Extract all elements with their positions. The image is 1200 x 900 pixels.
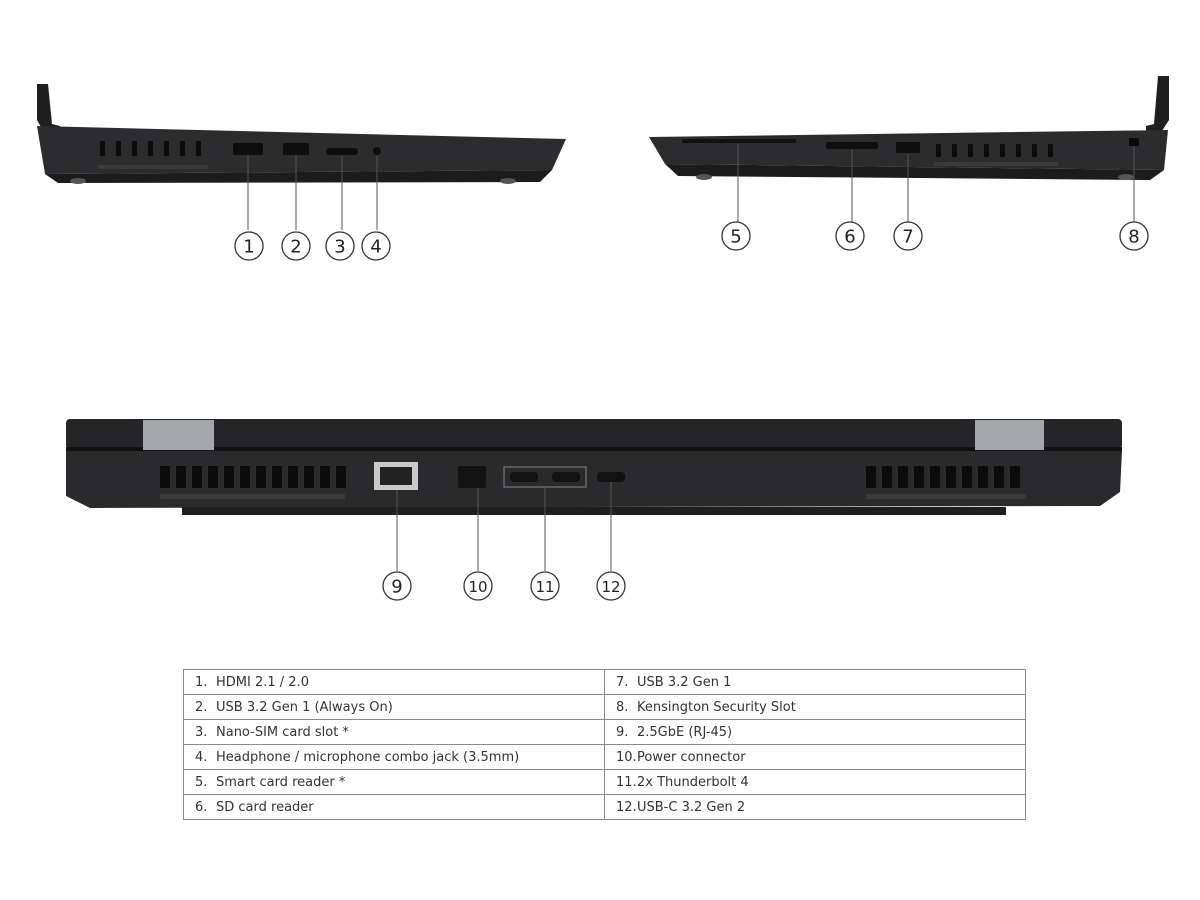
legend-label: Smart card reader * bbox=[216, 774, 346, 790]
callout-4: 4 bbox=[370, 237, 381, 258]
legend-row: 5. Smart card reader * 11.2x Thunderbolt 4 bbox=[183, 769, 1026, 795]
legend-row: 4. Headphone / microphone combo jack (3.5… bbox=[183, 744, 1026, 770]
callout-6: 6 bbox=[844, 227, 855, 248]
callout-8: 8 bbox=[1128, 227, 1139, 248]
hdmi-port bbox=[233, 143, 263, 155]
callout-9: 9 bbox=[391, 577, 402, 598]
callout-3: 3 bbox=[334, 237, 345, 258]
legend-label: USB 3.2 Gen 1 bbox=[637, 674, 732, 690]
legend-cell: 4. Headphone / microphone combo jack (3.5… bbox=[183, 744, 605, 770]
legend-label: Headphone / microphone combo jack (3.5mm… bbox=[216, 749, 520, 765]
hinge-right bbox=[975, 420, 1044, 450]
ports-legend-table: 1. HDMI 2.1 / 2.0 7. USB 3.2 Gen 1 2. USB 3.2… bbox=[183, 669, 1026, 820]
sd-card-slot bbox=[826, 142, 878, 149]
callout-1: 1 bbox=[243, 237, 254, 258]
callout-12: 12 bbox=[601, 578, 620, 596]
legend-label: 2.5GbE (RJ-45) bbox=[637, 724, 733, 740]
legend-label: USB 3.2 Gen 1 (Always On) bbox=[216, 699, 393, 715]
legend-number: 11. bbox=[616, 774, 637, 790]
audio-jack bbox=[373, 147, 381, 155]
legend-number: 9. bbox=[616, 724, 629, 740]
legend-cell: 11.2x Thunderbolt 4 bbox=[604, 769, 1026, 795]
callout-5: 5 bbox=[730, 227, 741, 248]
legend-number: 10. bbox=[616, 749, 637, 765]
legend-cell: 12.USB-C 3.2 Gen 2 bbox=[604, 794, 1026, 820]
legend-label: USB-C 3.2 Gen 2 bbox=[637, 799, 746, 815]
legend-label: Kensington Security Slot bbox=[637, 699, 796, 715]
callout-10: 10 bbox=[468, 578, 487, 596]
laptop-ports-diagram: 1 2 3 4 5 6 7 8 9 10 11 12 bbox=[37, 76, 1169, 601]
legend-number: 4. bbox=[195, 749, 208, 765]
legend-cell: 5. Smart card reader * bbox=[183, 769, 605, 795]
callout-7: 7 bbox=[902, 227, 913, 248]
smart-card-slot bbox=[682, 139, 796, 143]
legend-number: 3. bbox=[195, 724, 208, 740]
legend-number: 2. bbox=[195, 699, 208, 715]
rear-view bbox=[66, 419, 1122, 571]
legend-cell: 10.Power connector bbox=[604, 744, 1026, 770]
legend-cell: 2. USB 3.2 Gen 1 (Always On) bbox=[183, 694, 605, 720]
usb-c-port bbox=[597, 472, 625, 482]
legend-number: 8. bbox=[616, 699, 629, 715]
legend-row: 6. SD card reader 12.USB-C 3.2 Gen 2 bbox=[183, 794, 1026, 820]
legend-cell: 9. 2.5GbE (RJ-45) bbox=[604, 719, 1026, 745]
legend-label: HDMI 2.1 / 2.0 bbox=[216, 674, 309, 690]
legend-cell: 6. SD card reader bbox=[183, 794, 605, 820]
hinge-left bbox=[143, 420, 214, 450]
usb-a-port bbox=[896, 142, 920, 153]
legend-row: 3. Nano-SIM card slot * 9. 2.5GbE (RJ-45) bbox=[183, 719, 1026, 745]
legend-label: SD card reader bbox=[216, 799, 314, 815]
right-side-view bbox=[649, 76, 1169, 222]
legend-number: 5. bbox=[195, 774, 208, 790]
legend-cell: 1. HDMI 2.1 / 2.0 bbox=[183, 669, 605, 695]
legend-number: 1. bbox=[195, 674, 208, 690]
callout-11: 11 bbox=[535, 578, 554, 596]
usb-a-port bbox=[283, 143, 309, 155]
legend-row: 1. HDMI 2.1 / 2.0 7. USB 3.2 Gen 1 bbox=[183, 669, 1026, 695]
nano-sim-slot bbox=[326, 148, 358, 155]
callout-2: 2 bbox=[290, 237, 301, 258]
left-side-view bbox=[37, 84, 566, 230]
legend-number: 12. bbox=[616, 799, 637, 815]
legend-label: Power connector bbox=[637, 749, 746, 765]
legend-label: 2x Thunderbolt 4 bbox=[637, 774, 749, 790]
legend-cell: 3. Nano-SIM card slot * bbox=[183, 719, 605, 745]
legend-number: 6. bbox=[195, 799, 208, 815]
legend-number: 7. bbox=[616, 674, 629, 690]
legend-cell: 7. USB 3.2 Gen 1 bbox=[604, 669, 1026, 695]
legend-row: 2. USB 3.2 Gen 1 (Always On) 8. Kensington … bbox=[183, 694, 1026, 720]
legend-cell: 8. Kensington Security Slot bbox=[604, 694, 1026, 720]
kensington-slot bbox=[1129, 138, 1139, 146]
power-connector bbox=[458, 466, 486, 488]
legend-label: Nano-SIM card slot * bbox=[216, 724, 349, 740]
